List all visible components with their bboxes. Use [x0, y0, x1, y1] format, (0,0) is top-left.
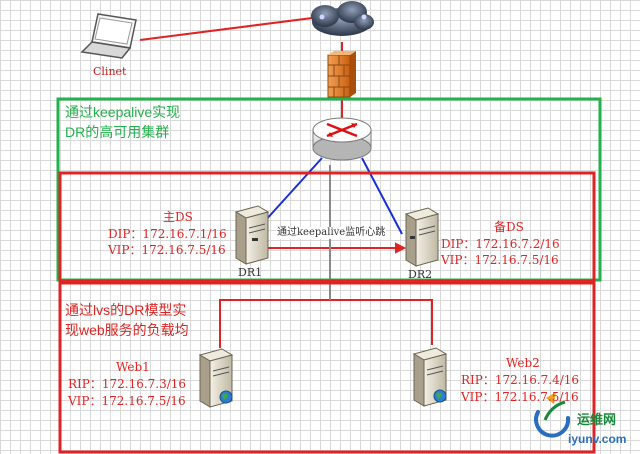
- web2-title: Web2: [506, 356, 540, 370]
- dr2-label: DR2: [408, 268, 433, 281]
- lvs-caption-line2: 现web服务的负载均: [65, 322, 189, 338]
- dr1-server-icon: [234, 205, 270, 265]
- dr2-server-icon: [404, 207, 440, 267]
- web-tier-box: [58, 281, 596, 454]
- heartbeat-label: 通过keepalive监听心跳: [276, 227, 387, 239]
- dr1-label: DR1: [238, 266, 263, 279]
- watermark-logo-icon: [534, 392, 571, 438]
- lvs-caption-line1: 通过lvs的DR模型实: [65, 302, 187, 318]
- web1-vip: VIP：172.16.7.5/16: [68, 394, 186, 408]
- web1-title: Web1: [116, 360, 150, 374]
- web2-server-icon: [412, 347, 448, 407]
- web1-rip: RIP：172.16.7.3/16: [68, 377, 187, 391]
- client-label: Clinet: [93, 65, 127, 78]
- keepalive-caption-line2: DR的高可用集群: [65, 124, 170, 140]
- firewall-icon: [327, 51, 356, 98]
- heartbeat-arrow-icon: [395, 242, 407, 254]
- laptop-icon: [80, 13, 137, 59]
- red-connections: [139, 16, 433, 348]
- backup-ds-title: 备DS: [494, 220, 524, 234]
- lvs-dr-box: [58, 171, 596, 283]
- watermark-text: 运维网: [577, 412, 617, 427]
- web2-vip: VIP：172.16.7.5/16: [461, 390, 579, 404]
- primary-ds-dip: DIP：172.16.7.1/16: [108, 227, 227, 241]
- primary-ds-vip: VIP：172.16.7.5/16: [108, 243, 226, 257]
- primary-ds-title: 主DS: [163, 210, 193, 224]
- router-icon: [312, 117, 372, 161]
- keepalive-caption-line1: 通过keepalive实现: [65, 104, 181, 120]
- web1-server-icon: [198, 348, 234, 408]
- internet-cloud-icon: [311, 1, 374, 36]
- watermark-url: iyunv.com: [568, 432, 627, 446]
- backup-ds-dip: DIP：172.16.7.2/16: [441, 237, 560, 251]
- backup-ds-vip: VIP：172.16.7.5/16: [441, 253, 559, 267]
- web2-rip: RIP：172.16.7.4/16: [461, 373, 580, 387]
- blue-links: [254, 157, 403, 235]
